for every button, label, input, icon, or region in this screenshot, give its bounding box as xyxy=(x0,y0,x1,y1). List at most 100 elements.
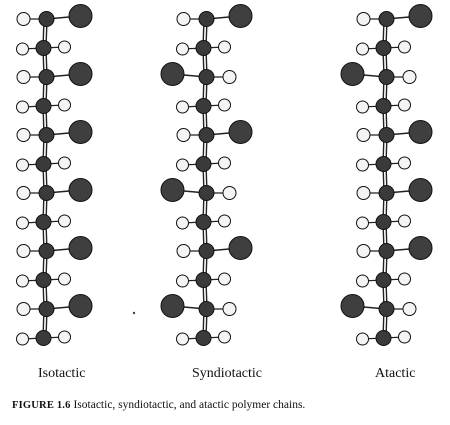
carbon-atom xyxy=(35,330,52,346)
carbon-atom xyxy=(38,69,55,85)
hydrogen-atom xyxy=(398,330,411,344)
substituent-atom xyxy=(68,294,93,318)
syndiotactic-chain xyxy=(160,4,253,346)
hydrogen-atom xyxy=(356,42,369,56)
carbon-atom xyxy=(378,69,395,85)
carbon-atom xyxy=(35,272,52,288)
carbon-atom xyxy=(375,330,392,346)
carbon-atom xyxy=(375,272,392,288)
hydrogen-atom xyxy=(402,302,417,316)
isotactic-chain xyxy=(16,4,93,346)
carbon-atom xyxy=(375,98,392,114)
hydrogen-atom xyxy=(176,128,191,142)
carbon-atom xyxy=(378,127,395,143)
carbon-atom xyxy=(35,98,52,114)
substituent-atom xyxy=(408,178,433,202)
hydrogen-atom xyxy=(16,42,29,56)
carbon-atom xyxy=(35,214,52,230)
syndiotactic-label: Syndiotactic xyxy=(192,366,262,381)
substituent-atom xyxy=(68,236,93,260)
hydrogen-atom xyxy=(402,70,417,84)
hydrogen-atom xyxy=(398,98,411,112)
atactic-label: Atactic xyxy=(375,366,416,381)
substituent-atom xyxy=(340,62,365,86)
carbon-atom xyxy=(375,214,392,230)
hydrogen-atom xyxy=(398,272,411,286)
hydrogen-atom xyxy=(58,156,71,170)
carbon-atom xyxy=(38,127,55,143)
hydrogen-atom xyxy=(218,330,231,344)
hydrogen-atom xyxy=(356,12,371,26)
carbon-atom xyxy=(198,243,215,259)
substituent-atom xyxy=(408,4,433,28)
substituent-atom xyxy=(160,62,185,86)
carbon-atom xyxy=(198,11,215,27)
atom-layer xyxy=(340,4,433,346)
hydrogen-atom xyxy=(356,244,371,258)
hydrogen-atom xyxy=(356,216,369,230)
hydrogen-atom xyxy=(356,274,369,288)
bond-layer xyxy=(172,15,241,340)
hydrogen-atom xyxy=(16,302,31,316)
carbon-atom xyxy=(198,69,215,85)
carbon-atom xyxy=(198,185,215,201)
hydrogen-atom xyxy=(58,330,71,344)
caption-text: Isotactic, syndiotactic, and atactic pol… xyxy=(73,399,306,411)
hydrogen-atom xyxy=(356,100,369,114)
hydrogen-atom xyxy=(176,244,191,258)
hydrogen-atom xyxy=(218,272,231,286)
hydrogen-atom xyxy=(356,332,369,346)
atom-layer xyxy=(160,4,253,346)
hydrogen-atom xyxy=(58,214,71,228)
substituent-atom xyxy=(68,62,93,86)
hydrogen-atom xyxy=(218,98,231,112)
bond-layer xyxy=(352,15,421,340)
carbon-atom xyxy=(375,40,392,56)
hydrogen-atom xyxy=(176,100,189,114)
carbon-atom xyxy=(35,40,52,56)
carbon-atom xyxy=(378,11,395,27)
stray-dot xyxy=(132,311,136,315)
hydrogen-atom xyxy=(398,40,411,54)
substituent-atom xyxy=(408,236,433,260)
substituent-atom xyxy=(228,4,253,28)
hydrogen-atom xyxy=(222,70,237,84)
carbon-atom xyxy=(38,11,55,27)
carbon-atom xyxy=(198,301,215,317)
hydrogen-atom xyxy=(16,70,31,84)
hydrogen-atom xyxy=(356,158,369,172)
hydrogen-atom xyxy=(176,216,189,230)
substituent-atom xyxy=(68,120,93,144)
carbon-atom xyxy=(195,214,212,230)
carbon-atom xyxy=(195,330,212,346)
hydrogen-atom xyxy=(398,214,411,228)
hydrogen-atom xyxy=(356,186,371,200)
carbon-atom xyxy=(378,243,395,259)
atactic-chain xyxy=(340,4,433,346)
carbon-atom xyxy=(378,185,395,201)
hydrogen-atom xyxy=(58,98,71,112)
hydrogen-atom xyxy=(218,40,231,54)
carbon-atom xyxy=(195,156,212,172)
substituent-atom xyxy=(160,178,185,202)
hydrogen-atom xyxy=(222,186,237,200)
hydrogen-atom xyxy=(58,272,71,286)
carbon-atom xyxy=(195,40,212,56)
bond-layer xyxy=(22,15,81,340)
hydrogen-atom xyxy=(176,12,191,26)
carbon-atom xyxy=(35,156,52,172)
carbon-atom xyxy=(378,301,395,317)
hydrogen-atom xyxy=(398,156,411,170)
carbon-atom xyxy=(38,243,55,259)
hydrogen-atom xyxy=(16,100,29,114)
carbon-atom xyxy=(38,185,55,201)
hydrogen-atom xyxy=(356,128,371,142)
hydrogen-atom xyxy=(16,12,31,26)
hydrogen-atom xyxy=(218,156,231,170)
carbon-atom xyxy=(195,98,212,114)
substituent-atom xyxy=(160,294,185,318)
substituent-atom xyxy=(340,294,365,318)
hydrogen-atom xyxy=(58,40,71,54)
caption-figure-number: FIGURE 1.6 xyxy=(12,400,71,411)
hydrogen-atom xyxy=(176,274,189,288)
